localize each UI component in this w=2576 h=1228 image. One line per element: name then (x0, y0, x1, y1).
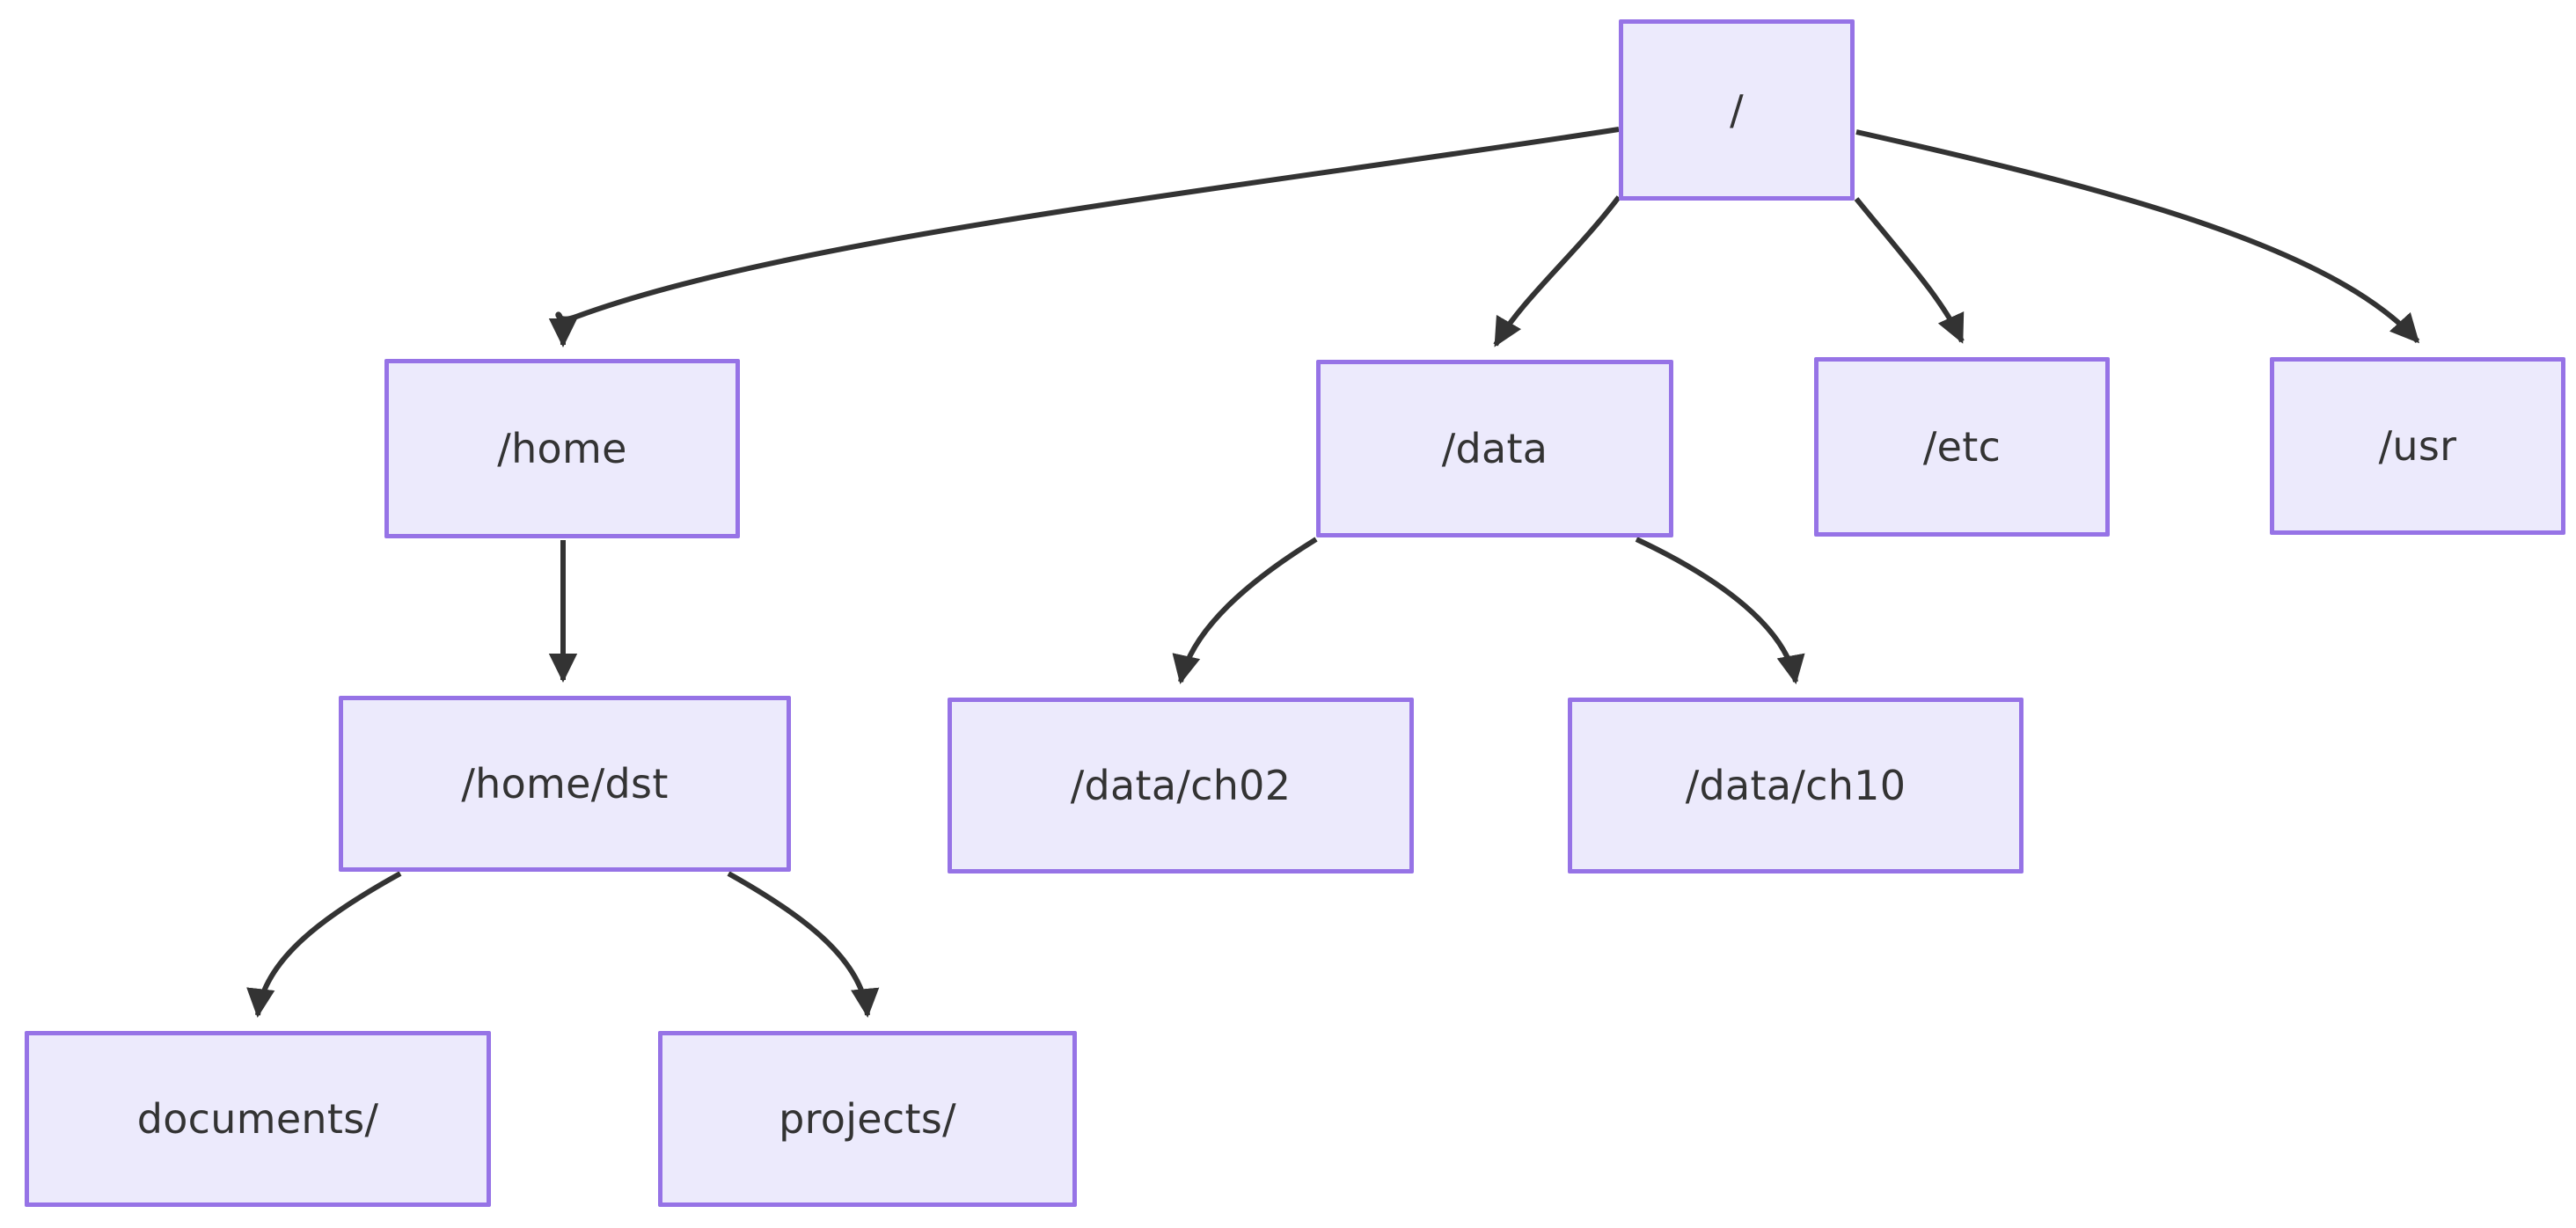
node-home-dst-label: /home/dst (461, 760, 669, 808)
node-data[interactable]: /data (1316, 360, 1673, 537)
node-etc-label: /etc (1922, 423, 2002, 471)
node-root[interactable]: / (1619, 19, 1855, 201)
node-data-ch10[interactable]: /data/ch10 (1568, 698, 2023, 873)
node-projects-label: projects/ (779, 1095, 956, 1143)
node-usr[interactable]: /usr (2270, 357, 2565, 535)
node-root-label: / (1730, 86, 1744, 134)
edge-data-to-datach02 (1172, 537, 1318, 684)
node-usr-label: /usr (2378, 422, 2457, 470)
edge-homedst-to-projects (727, 871, 880, 1018)
node-home[interactable]: /home (384, 359, 740, 538)
edge-root-to-home (548, 127, 1620, 347)
node-data-label: /data (1441, 425, 1548, 472)
node-home-label: /home (497, 425, 627, 472)
edge-data-to-datach10 (1635, 537, 1805, 684)
node-home-dst[interactable]: /home/dst (339, 696, 791, 872)
node-documents[interactable]: documents/ (25, 1031, 491, 1207)
node-data-ch10-label: /data/ch10 (1685, 762, 1906, 809)
node-etc[interactable]: /etc (1814, 357, 2110, 537)
edge-homedst-to-documents (246, 871, 402, 1018)
edge-root-to-etc (1854, 197, 1965, 344)
node-projects[interactable]: projects/ (658, 1031, 1077, 1207)
node-documents-label: documents/ (136, 1095, 379, 1143)
edge-root-to-data (1493, 195, 1621, 347)
node-data-ch02[interactable]: /data/ch02 (948, 698, 1414, 873)
node-data-ch02-label: /data/ch02 (1070, 762, 1292, 809)
edge-root-to-usr (1855, 129, 2420, 344)
